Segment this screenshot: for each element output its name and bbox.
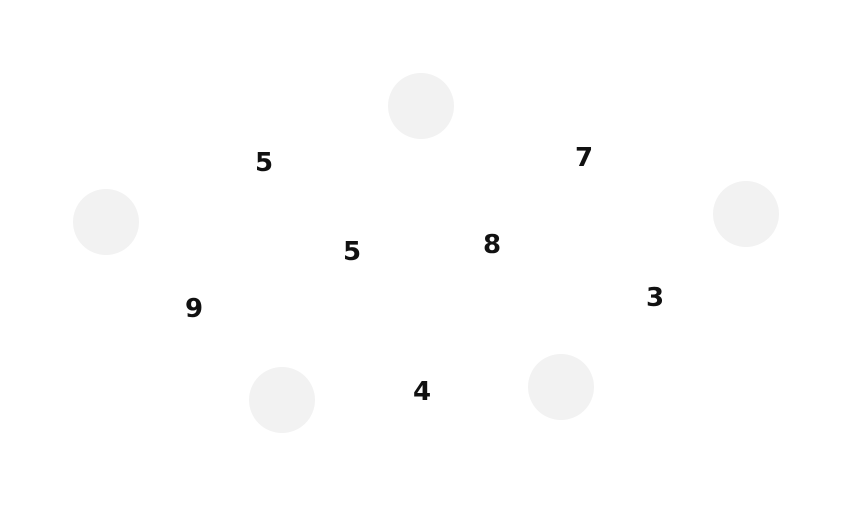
- edge-label-top-right: 7: [574, 143, 594, 173]
- edge-label-bottomleft-bottomright: 4: [412, 377, 432, 407]
- graph-node-right[interactable]: [713, 181, 779, 247]
- graph-node-bottom-left[interactable]: [249, 367, 315, 433]
- edge-label-top-bottomleft: 5: [342, 237, 362, 267]
- edge-label-left-top: 5: [254, 148, 274, 178]
- edge-label-top-bottomright: 8: [482, 230, 502, 260]
- edge-label-left-bottomleft: 9: [184, 294, 204, 324]
- graph-node-left[interactable]: [73, 189, 139, 255]
- graph-node-bottom-right[interactable]: [528, 354, 594, 420]
- edge-label-right-bottomright: 3: [645, 283, 665, 313]
- graph-node-top[interactable]: [388, 73, 454, 139]
